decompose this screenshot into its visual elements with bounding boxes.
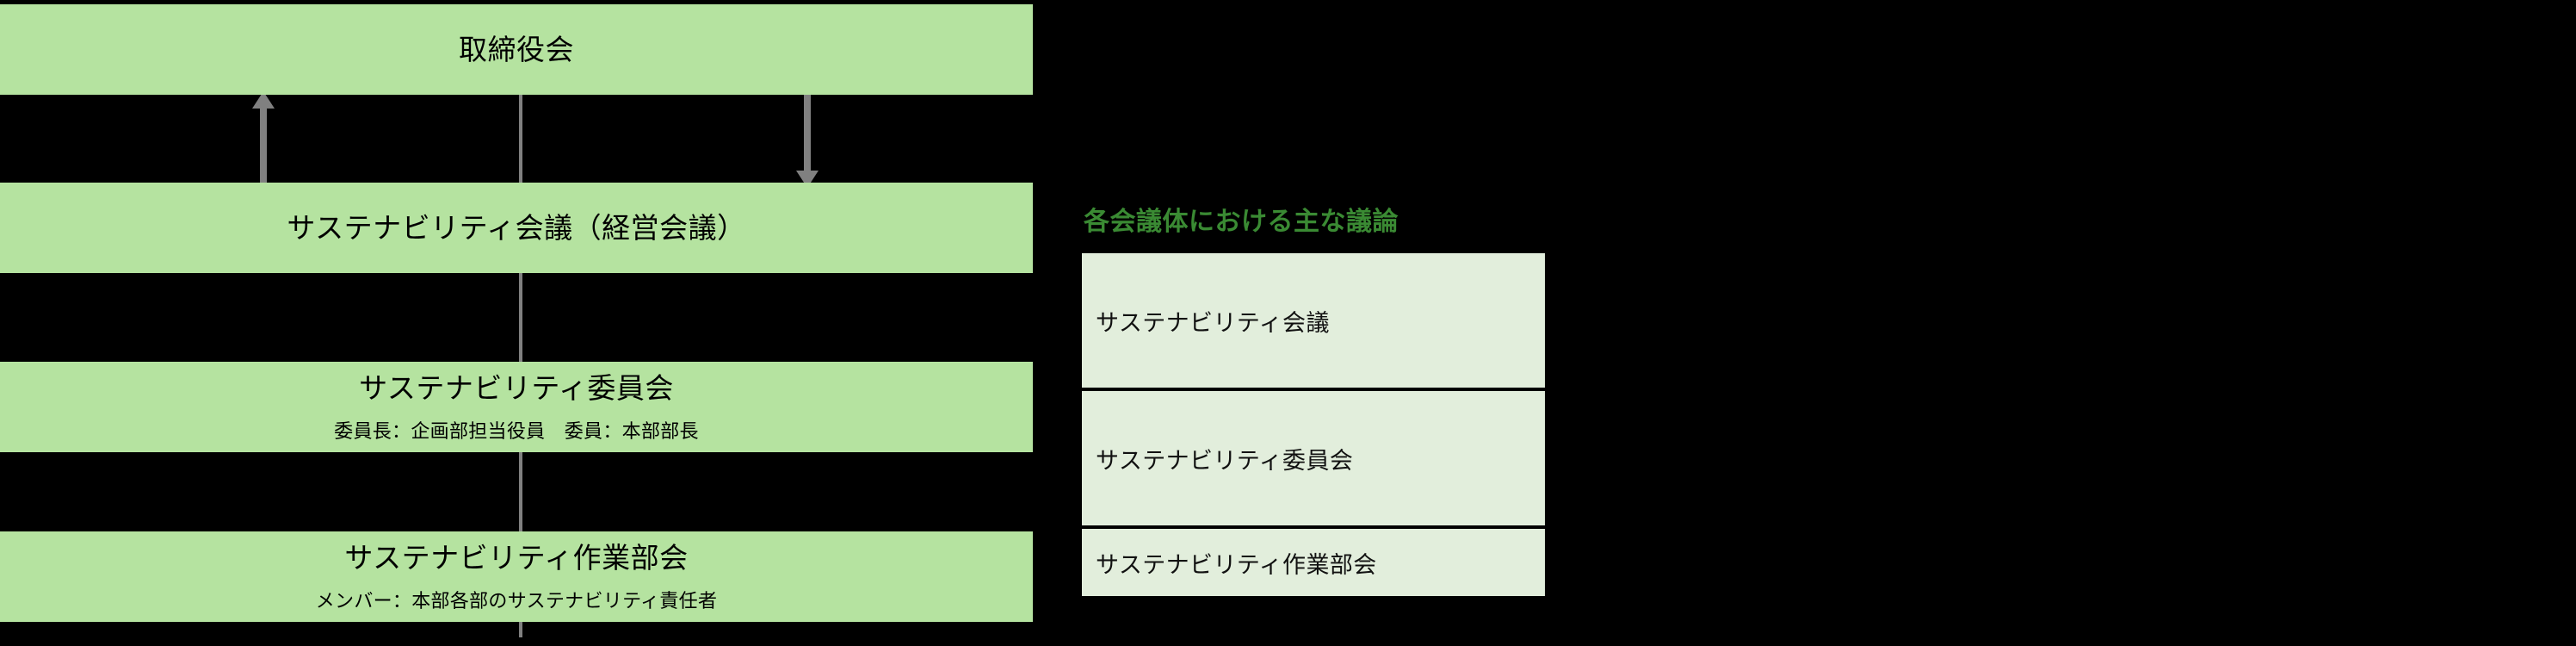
org-box-committee: サステナビリティ委員会 委員長：企画部担当役員 委員：本部部長 bbox=[0, 362, 1033, 452]
table-row-label: サステナビリティ委員会 bbox=[1096, 447, 1354, 474]
table-row: サステナビリティ委員会 bbox=[1082, 391, 1545, 529]
org-box-board: 取締役会 bbox=[0, 4, 1033, 95]
report-up-arrow-icon bbox=[252, 91, 275, 186]
org-box-committee-subtitle: 委員長：企画部担当役員 委員：本部部長 bbox=[334, 420, 699, 443]
arrow-shaft bbox=[804, 91, 811, 171]
org-box-working-group-title: サステナビリティ作業部会 bbox=[344, 542, 689, 575]
table-row: サステナビリティ会議 bbox=[1082, 253, 1545, 391]
arrow-shaft bbox=[260, 107, 267, 186]
org-box-board-title: 取締役会 bbox=[459, 33, 574, 65]
org-box-conference-title: サステナビリティ会議（経営会議） bbox=[287, 211, 746, 244]
main-topics-heading: 各会議体における主な議論 bbox=[1084, 208, 1399, 236]
table-row-label: サステナビリティ作業部会 bbox=[1096, 551, 1377, 578]
table-row: サステナビリティ作業部会 bbox=[1082, 529, 1545, 596]
org-box-working-group-subtitle: メンバー：本部各部のサステナビリティ責任者 bbox=[315, 590, 718, 612]
arrow-head-up-icon bbox=[252, 91, 275, 109]
table-row-label: サステナビリティ会議 bbox=[1096, 309, 1330, 336]
main-topics-panel: 各会議体における主な議論 サステナビリティ会議 サステナビリティ委員会 サステナ… bbox=[1082, 207, 1545, 596]
main-topics-table: サステナビリティ会議 サステナビリティ委員会 サステナビリティ作業部会 bbox=[1082, 253, 1545, 596]
org-box-conference: サステナビリティ会議（経営会議） bbox=[0, 183, 1033, 273]
org-box-committee-title: サステナビリティ委員会 bbox=[359, 372, 674, 405]
org-box-working-group: サステナビリティ作業部会 メンバー：本部各部のサステナビリティ責任者 bbox=[0, 531, 1033, 622]
instruct-down-arrow-icon bbox=[796, 91, 819, 188]
